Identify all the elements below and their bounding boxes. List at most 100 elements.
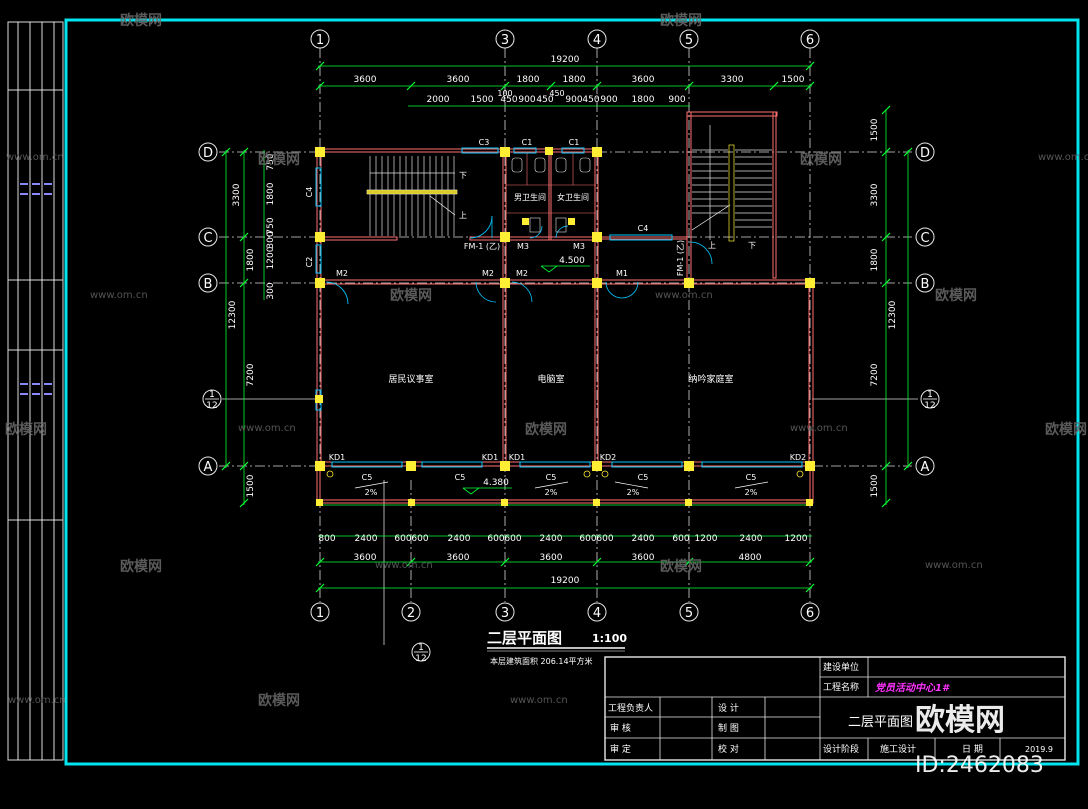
- dim-left-mid-2: 7200: [246, 363, 256, 386]
- wm-site-5: www.om.cn: [238, 423, 296, 434]
- dim-left-mid-1: 1800: [246, 248, 256, 271]
- dim-top-3-7: 900: [600, 95, 617, 105]
- label-kd1-b: KD1: [482, 453, 499, 462]
- wm-brand-10: 欧模网: [120, 558, 162, 575]
- dim-left-inner-3: 300: [266, 231, 276, 248]
- axis-label-1-top: 1: [316, 33, 324, 48]
- half-axis-num-bottom: 1: [418, 643, 424, 653]
- dim-top-3-9: 900: [668, 95, 685, 105]
- label-c5-b: C5: [455, 473, 466, 482]
- axis-label-4-top: 4: [593, 33, 601, 48]
- dim-left-inner-1: 1800: [266, 182, 276, 205]
- half-axis-den-bottom: 12: [415, 654, 426, 664]
- tb-design-stage-label: 设计阶段: [823, 743, 859, 755]
- label-c1-a: C1: [522, 138, 533, 147]
- label-kd1-c: KD1: [509, 453, 526, 462]
- label-m3-a: M3: [517, 242, 529, 251]
- dim-right-mid-4: 1500: [870, 474, 880, 497]
- dim-bot-total: 19200: [551, 576, 580, 586]
- label-c2: C2: [305, 257, 314, 268]
- dim-top-2-2: 1800: [517, 75, 540, 85]
- dim-top-3-3: 900: [518, 95, 535, 105]
- dim-bot-1-0: 800: [318, 534, 335, 544]
- dim-top-2-3: 1800: [563, 75, 586, 85]
- axis-label-3-top: 3: [501, 33, 509, 48]
- dim-top-2-0: 3600: [354, 75, 377, 85]
- wm-brand-3: 欧模网: [258, 151, 300, 168]
- dim-top-3-6: 450: [582, 95, 599, 105]
- axis-label-a-left: A: [204, 460, 213, 475]
- wm-brand-11: 欧模网: [660, 558, 702, 575]
- dim-left-mid-0: 3300: [232, 183, 242, 206]
- label-kd1-a: KD1: [329, 453, 346, 462]
- grid-axis-lines: [219, 48, 912, 602]
- axis-label-d-left: D: [203, 146, 213, 161]
- wm-brand-9: 欧模网: [1045, 421, 1087, 438]
- axis-label-b-right: B: [921, 277, 930, 292]
- dim-top-3-0: 2000: [427, 95, 450, 105]
- stair-left-handrail: [367, 190, 457, 194]
- dim-bot-1-13: 2400: [740, 534, 763, 544]
- room-reception: 纳吟家庭室: [688, 373, 733, 385]
- wm-site-7: www.om.cn: [375, 560, 433, 571]
- dimension-lines: [225, 65, 909, 589]
- wm-brand-2: 欧模网: [660, 12, 702, 29]
- wm-site-2: www.om.cn: [1038, 152, 1088, 163]
- doors: [325, 215, 713, 305]
- dim-bot-1-3: 600: [411, 534, 428, 544]
- wm-site-1: www.om.cn: [6, 152, 64, 163]
- dim-bot-2-3: 3600: [632, 553, 655, 563]
- tb-project-name-label: 工程名称: [823, 681, 859, 693]
- watermark-site-layer: www.om.cn www.om.cn www.om.cn www.om.cn …: [6, 152, 1088, 706]
- dim-bot-1-14: 1200: [785, 534, 808, 544]
- slope-arrows: [354, 481, 769, 489]
- dim-bot-1-12: 1200: [695, 534, 718, 544]
- axis-label-d-right: D: [920, 146, 930, 161]
- wc-columns: [522, 218, 575, 225]
- room-computer: 电脑室: [537, 373, 564, 385]
- dim-bot-1-4: 2400: [448, 534, 471, 544]
- wm-site-10: www.om.cn: [510, 695, 568, 706]
- axis-label-6-top: 6: [806, 33, 814, 48]
- label-c1-b: C1: [569, 138, 580, 147]
- room-male-wc: 男卫生间: [514, 192, 546, 202]
- label-fm1-left: FM-1 (乙): [464, 242, 500, 251]
- dim-top-2-5: 3300: [721, 75, 744, 85]
- dim-bot-1-8: 600: [579, 534, 596, 544]
- dim-bot-2-4: 4800: [739, 553, 762, 563]
- wm-brand-8: 欧模网: [525, 421, 567, 438]
- label-c5-a: C5: [362, 473, 373, 482]
- dim-top-small-a: 100: [497, 89, 512, 98]
- wm-site-3: www.om.cn: [90, 290, 148, 301]
- dim-top-3-2: 450: [500, 95, 517, 105]
- dim-left-inner-2: 750: [266, 217, 276, 234]
- tb-drawing-name: 二层平面图: [848, 715, 913, 730]
- dim-right-mid-2: 1800: [870, 248, 880, 271]
- dim-top-total: 19200: [551, 55, 580, 65]
- stair-right-up: 上: [708, 241, 716, 250]
- slope-c: 2%: [627, 488, 640, 497]
- dim-bot-1-9: 600: [596, 534, 613, 544]
- label-c4-left: C4: [305, 187, 314, 198]
- dim-top-2-1: 3600: [447, 75, 470, 85]
- label-fm1-right: FM-1 (乙): [676, 240, 685, 276]
- slope-a: 2%: [365, 488, 378, 497]
- wm-site-4: www.om.cn: [655, 290, 713, 301]
- dim-right-mid-3: 7200: [870, 363, 880, 386]
- tb-design-label: 设 计: [718, 702, 739, 714]
- wm-brand-7: 欧模网: [5, 421, 47, 438]
- dim-bot-2-1: 3600: [447, 553, 470, 563]
- tb-project-name: 党员活动中心1#: [875, 682, 950, 694]
- tb-check-label: 校 对: [718, 743, 739, 755]
- wm-brand-5: 欧模网: [390, 287, 432, 304]
- axis-bubbles: [198, 29, 940, 662]
- dim-bot-1-11: 600: [672, 534, 689, 544]
- outer-frame: [64, 18, 1080, 766]
- level-marks: 4.500 4.380: [462, 256, 590, 495]
- dim-top-3-1: 1500: [471, 95, 494, 105]
- tb-review-label: 审 核: [610, 722, 631, 734]
- axis-label-b-left: B: [204, 277, 213, 292]
- axis-label-a-right: A: [921, 460, 930, 475]
